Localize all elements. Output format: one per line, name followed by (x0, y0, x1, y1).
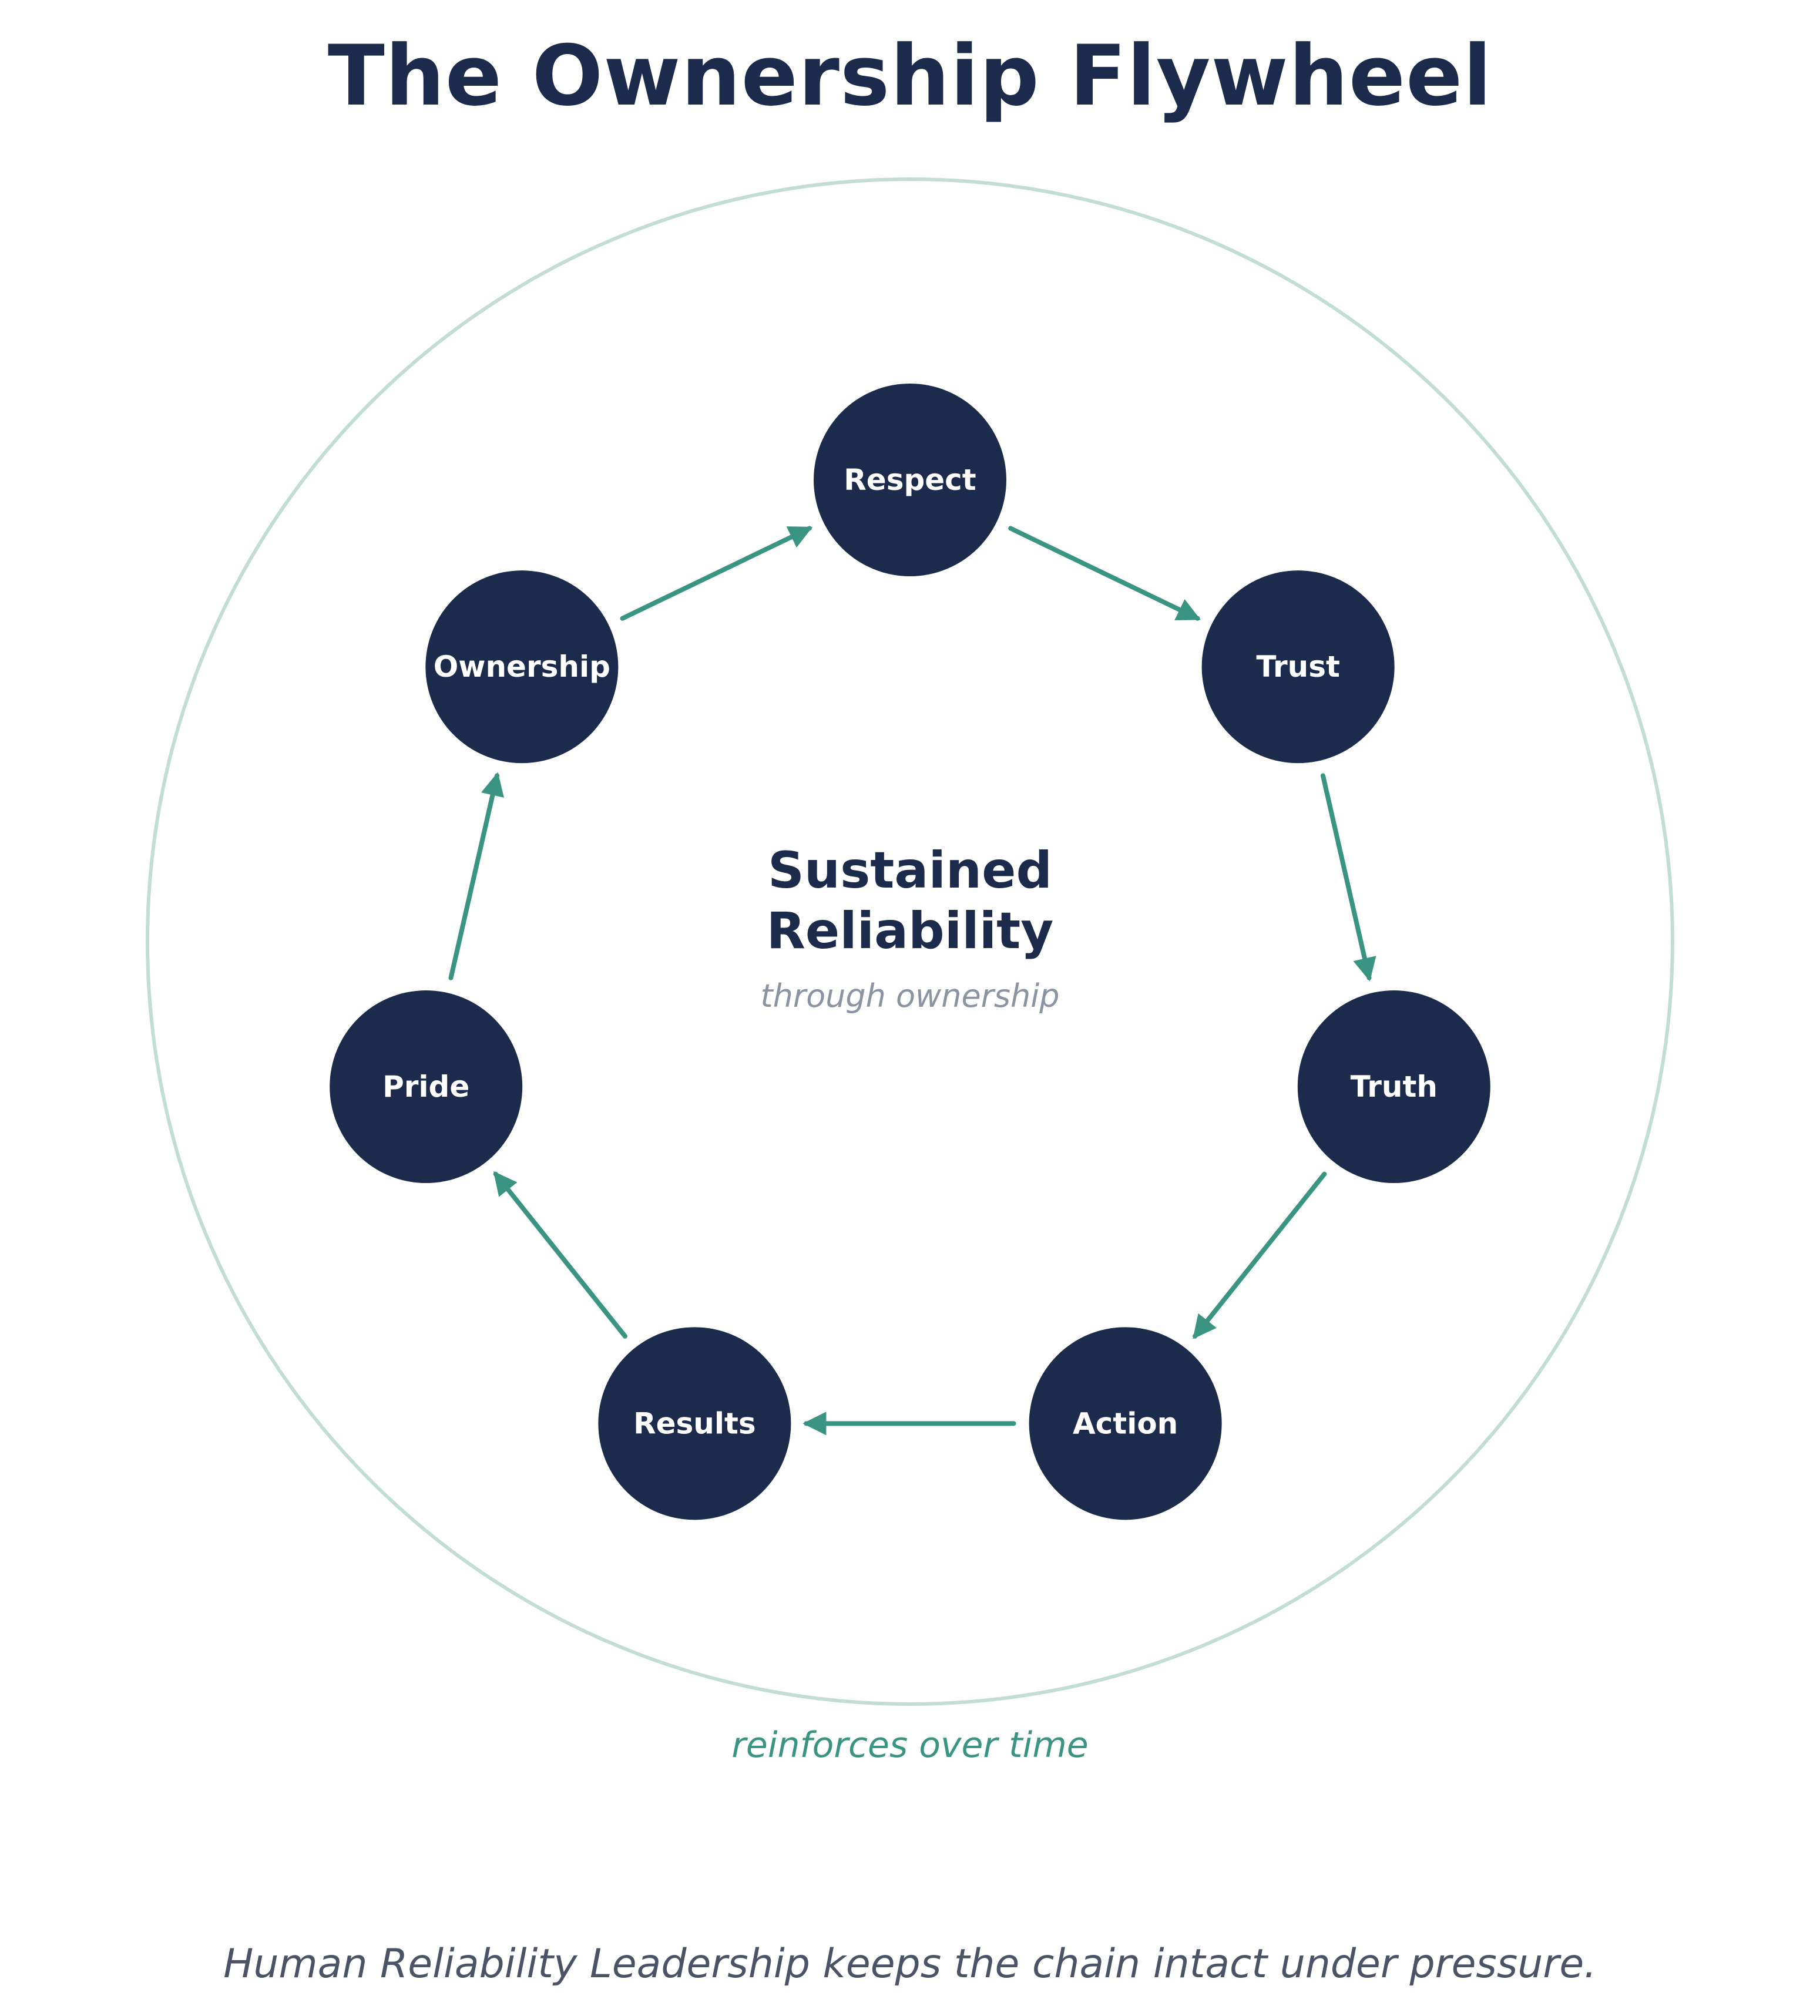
node-label: Pride (382, 1070, 469, 1104)
loop-caption: reinforces over time (731, 1725, 1088, 1766)
node-circle (814, 384, 1006, 576)
footer-tagline: Human Reliability Leadership keeps the c… (223, 1941, 1597, 1987)
arrow-5-to-6 (448, 772, 505, 980)
node-circle (1029, 1327, 1222, 1520)
node-ownership: Ownership (425, 570, 619, 764)
node-label: Trust (1256, 650, 1340, 684)
diagram-title: The Ownership Flywheel (328, 28, 1492, 125)
node-circle (1201, 570, 1395, 764)
node-label: Results (633, 1406, 756, 1440)
arrow-1-to-2 (1320, 773, 1376, 982)
center-title-line1: Sustained (768, 841, 1052, 900)
node-respect: Respect (814, 384, 1006, 576)
node-pride: Pride (330, 990, 523, 1184)
arrow-2-to-3 (1193, 1171, 1327, 1339)
node-circle (1297, 990, 1490, 1184)
node-label: Truth (1351, 1070, 1438, 1104)
node-circle (330, 990, 523, 1184)
outer-ring (146, 177, 1674, 1706)
node-results: Results (598, 1327, 791, 1520)
node-trust: Trust (1201, 570, 1395, 764)
node-label: Ownership (434, 650, 610, 684)
arrow-4-to-5 (493, 1171, 627, 1339)
node-action: Action (1029, 1327, 1222, 1520)
node-label: Respect (844, 463, 976, 497)
node-circle (598, 1327, 791, 1520)
node-circle (425, 570, 619, 764)
center-subtitle: through ownership (760, 977, 1059, 1014)
arrow-6-to-0 (620, 526, 813, 621)
arrow-0-to-1 (1008, 526, 1201, 621)
node-truth: Truth (1297, 990, 1490, 1184)
center-title-line2: Reliability (767, 902, 1054, 960)
arrows-group (448, 526, 1376, 1436)
node-label: Action (1073, 1406, 1178, 1440)
